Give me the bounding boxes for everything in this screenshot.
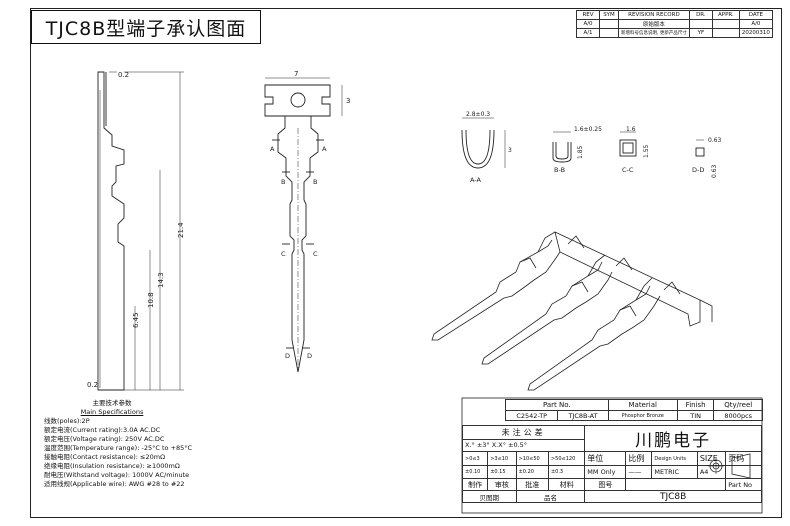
- cut-label: D: [285, 352, 290, 360]
- dim-sec-a-width: 2.8±0.3: [466, 111, 490, 118]
- dim-thickness-top: 0.2: [118, 71, 129, 79]
- spec-line: 额定电流(Current rating):3.0A AC.DC: [44, 426, 161, 434]
- dim-sec-b-width: 1.6±0.25: [574, 126, 602, 133]
- title-block-table: 未注公差 川鹏电子 X.° ±3° X.X° ±0.5° >0≤3 >3≤10 …: [461, 425, 762, 503]
- dim-height-top: 3: [346, 97, 350, 105]
- cut-label: D: [307, 352, 312, 360]
- drawing-title: TJC8B型端子承认图面: [31, 10, 261, 44]
- parts-cell: C2542-TP: [504, 410, 559, 421]
- spec-line: 适用线规(Applicable wire): AWG #28 to #22: [44, 480, 185, 488]
- dim-sec-c-width: 1.6: [626, 126, 636, 133]
- cut-label: B: [281, 178, 285, 186]
- parts-cell: 8000pcs: [713, 410, 763, 421]
- parts-cell: Phosphor Bronze: [607, 410, 678, 421]
- dim-sec-d-width: 0.63: [708, 137, 722, 144]
- tol-value: ±0.15: [487, 465, 517, 479]
- tolerance-angles: X.° ±3° X.X° ±0.5°: [461, 438, 586, 453]
- rev-cell: [599, 28, 619, 38]
- spec-line: 绝缘电阻(Insulation resistance): ≥1000mΩ: [44, 462, 180, 470]
- section-label-aa: A-A: [470, 176, 482, 184]
- dim-6-45: 6.45: [132, 312, 140, 328]
- dim-21-4: 21.4: [177, 222, 185, 238]
- dim-14-3: 14.3: [157, 272, 165, 288]
- revision-table: REV SYM REVISION RECORD DR. APPR. DATE A…: [576, 10, 773, 38]
- section-label-cc: C-C: [622, 166, 634, 174]
- side-view: [97, 71, 184, 391]
- dim-sec-d-height: 0.63: [711, 164, 718, 178]
- bottom-label: 贝图期: [462, 490, 517, 503]
- cut-label: C: [313, 250, 318, 258]
- company-name: 川鹏电子: [584, 425, 762, 452]
- cut-label: A: [322, 145, 327, 153]
- dim-sec-b-height: 1.85: [577, 145, 584, 159]
- spec-line: 线数(poles):2P: [44, 417, 90, 425]
- section-d-d: [695, 139, 705, 157]
- drawing-frame: [30, 8, 782, 518]
- section-label-bb: B-B: [554, 166, 565, 174]
- specs-title-en: Main Specifications: [80, 408, 144, 416]
- dim-sec-a-height: 3: [508, 147, 512, 154]
- spec-line: 耐电压(Withstand voltage): 1000V AC/minute: [44, 471, 190, 479]
- specs-title-cn: 主要技术参数: [92, 399, 132, 407]
- spec-line: 额定电压(Voltage rating): 250V AC.DC: [44, 435, 165, 443]
- spec-line: 接触电阻(Contact resistance): ≤20mΩ: [44, 453, 166, 461]
- cut-label: A: [270, 145, 275, 153]
- section-b-b: [552, 131, 572, 163]
- dim-sec-c-height: 1.55: [643, 144, 650, 158]
- isometric-terminal-strip: [431, 231, 713, 391]
- parts-table: Part No. Material Finish Qty/reel C2542-…: [504, 399, 763, 421]
- section-c-c: [619, 131, 637, 157]
- dim-thickness-bottom: 0.2: [87, 381, 98, 389]
- cut-label: C: [281, 250, 286, 258]
- section-a-a: [461, 117, 506, 169]
- section-label-dd: D-D: [692, 166, 704, 174]
- specifications-block: 主要技术参数 Main Specifications 线数(poles):2P …: [44, 399, 192, 489]
- dim-width: 7: [294, 70, 298, 78]
- third-angle-projection-icon: [708, 453, 751, 479]
- parts-header: Qty/reel: [713, 399, 763, 411]
- cut-label: B: [313, 178, 317, 186]
- rev-cell: 20200310: [738, 28, 773, 38]
- spec-line: 温度范围(Temperature range): -25°C to +85°C: [44, 444, 193, 452]
- front-view: [264, 77, 343, 373]
- product-name: TJC8B: [584, 490, 762, 503]
- dim-10-8: 10.8: [147, 292, 155, 308]
